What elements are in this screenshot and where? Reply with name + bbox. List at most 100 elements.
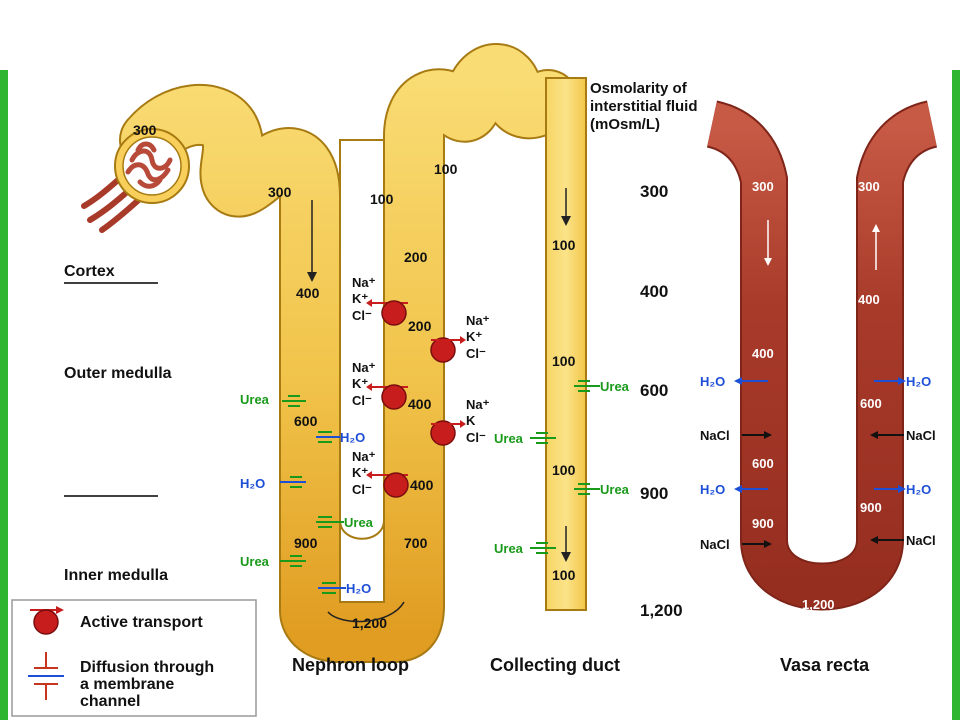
duct-flow-arrowhead	[561, 216, 571, 226]
svg-text:K⁺: K⁺	[352, 291, 368, 306]
duct-value: 100	[552, 567, 576, 583]
svg-text:K: K	[466, 413, 476, 428]
svg-text:Cl⁻: Cl⁻	[466, 430, 486, 445]
svg-text:K⁺: K⁺	[466, 329, 482, 344]
vasa-right-value: 400	[858, 292, 880, 307]
svg-text:Urea: Urea	[240, 554, 270, 569]
frame-left-bar	[0, 70, 8, 720]
svg-text:K⁺: K⁺	[352, 376, 368, 391]
ion-pump-1: Na⁺ K⁺ Cl⁻	[352, 275, 408, 326]
svg-text:Urea: Urea	[494, 541, 524, 556]
h2o-channel-2: H₂O	[240, 476, 306, 491]
duct-urea-channel-3: Urea	[574, 482, 630, 497]
h2o-channel-3: H₂O	[318, 581, 371, 596]
svg-text:Urea: Urea	[494, 431, 524, 446]
svg-text:Na⁺: Na⁺	[352, 360, 376, 375]
zone-cortex-label: Cortex	[64, 263, 115, 280]
distal-tubule-value: 100	[434, 161, 458, 177]
vasa-h2o-left-2: H₂O	[700, 482, 768, 497]
collecting-duct-tube	[545, 77, 587, 611]
urea-channel-1: Urea	[240, 392, 306, 407]
legend-active-arrowhead	[56, 606, 64, 614]
svg-text:Urea: Urea	[344, 515, 374, 530]
asc-limb-value: 400	[410, 477, 434, 493]
h2o-channel-1: H₂O	[316, 430, 365, 445]
svg-text:H₂O: H₂O	[240, 476, 265, 491]
ion-pump-3: Na⁺ K⁺ Cl⁻	[352, 360, 408, 410]
ion-pump-4: Na⁺ K Cl⁻	[430, 397, 490, 446]
svg-text:Cl⁻: Cl⁻	[352, 482, 372, 497]
zone-inner-medulla-label: Inner medulla	[64, 567, 168, 584]
glomerulus-osmolarity-label: 300	[133, 122, 157, 138]
duct-value: 100	[552, 462, 576, 478]
svg-text:NaCl: NaCl	[906, 428, 936, 443]
vasa-h2o-left-1: H₂O	[700, 374, 768, 389]
collecting-duct: 100 100 100 100 Urea Urea Urea Urea	[494, 77, 630, 611]
urea-channel-3: Urea	[240, 554, 306, 569]
svg-text:Urea: Urea	[240, 392, 270, 407]
svg-text:NaCl: NaCl	[700, 537, 730, 552]
nephron: 300 300 400 600 900 1,200 700 400 400 20…	[81, 43, 579, 663]
svg-text:Cl⁻: Cl⁻	[352, 308, 372, 323]
duct-value: 100	[552, 237, 576, 253]
duct-urea-channel-2: Urea	[494, 431, 556, 446]
osmolarity-value: 600	[640, 381, 668, 400]
vasa-bottom-value: 1,200	[802, 597, 835, 612]
desc-limb-value: 400	[296, 285, 320, 301]
svg-text:Urea: Urea	[600, 379, 630, 394]
zone-outer-medulla-label: Outer medulla	[64, 365, 172, 382]
desc-limb-value: 900	[294, 535, 318, 551]
vasa-h2o-right-1: H₂O	[874, 374, 931, 389]
desc-flow-arrowhead	[307, 272, 317, 282]
osmolarity-title: interstitial fluid	[590, 98, 698, 115]
svg-text:NaCl: NaCl	[700, 428, 730, 443]
duct-flow-arrowhead	[561, 552, 571, 562]
legend-active-label: Active transport	[80, 614, 203, 631]
duct-urea-channel-1: Urea	[574, 379, 630, 394]
duct-urea-channel-4: Urea	[494, 541, 556, 556]
caption-collecting-duct: Collecting duct	[490, 655, 620, 675]
osmolarity-title: Osmolarity of	[590, 80, 688, 97]
vasa-nacl-right-2: NaCl	[870, 533, 936, 548]
caption-nephron-loop: Nephron loop	[292, 655, 409, 675]
svg-text:Cl⁻: Cl⁻	[352, 393, 372, 408]
vasa-right-value: 300	[858, 179, 880, 194]
vasa-nacl-left-2: NaCl	[700, 537, 772, 552]
asc-limb-value: 400	[408, 396, 432, 412]
vasa-left-value: 400	[752, 346, 774, 361]
osmolarity-scale: Osmolarity of interstitial fluid (mOsm/L…	[590, 80, 698, 620]
svg-text:H₂O: H₂O	[906, 482, 931, 497]
vasa-up-arrowhead	[872, 224, 880, 232]
vasa-right-value: 600	[860, 396, 882, 411]
osmolarity-value: 400	[640, 282, 668, 301]
svg-text:H₂O: H₂O	[906, 374, 931, 389]
vasa-nacl-right-1: NaCl	[870, 428, 936, 443]
vasa-recta: 300 400 600 900 300 400 600 900 1,200 H₂…	[700, 100, 939, 612]
desc-limb-value: 300	[268, 184, 292, 200]
ion-pump-2: Na⁺ K⁺ Cl⁻	[430, 313, 490, 363]
bottom-flow-arrow	[327, 601, 405, 623]
vasa-h2o-right-2: H₂O	[874, 482, 931, 497]
vasa-left-value: 600	[752, 456, 774, 471]
vasa-left-value: 900	[752, 516, 774, 531]
legend-active-icon	[33, 609, 59, 635]
urea-channel-2: Urea	[316, 515, 374, 530]
svg-text:H₂O: H₂O	[340, 430, 365, 445]
frame-right-bar	[952, 70, 960, 720]
osmolarity-value: 1,200	[640, 601, 683, 620]
svg-text:Cl⁻: Cl⁻	[466, 346, 486, 361]
legend-channel-icon	[28, 652, 64, 700]
glomerulus-capillaries	[125, 141, 173, 189]
legend-diffusion-label: a membrane	[80, 676, 174, 693]
svg-text:NaCl: NaCl	[906, 533, 936, 548]
svg-text:H₂O: H₂O	[700, 374, 725, 389]
osmolarity-title: (mOsm/L)	[590, 116, 660, 133]
loop-inner-space	[339, 139, 385, 540]
vasa-down-arrowhead	[764, 258, 772, 266]
svg-text:H₂O: H₂O	[346, 581, 371, 596]
vasa-recta-vessel-fill	[706, 102, 938, 609]
svg-text:Urea: Urea	[600, 482, 630, 497]
legend-diffusion-label: Diffusion through	[80, 659, 214, 676]
svg-text:Na⁺: Na⁺	[466, 313, 490, 328]
